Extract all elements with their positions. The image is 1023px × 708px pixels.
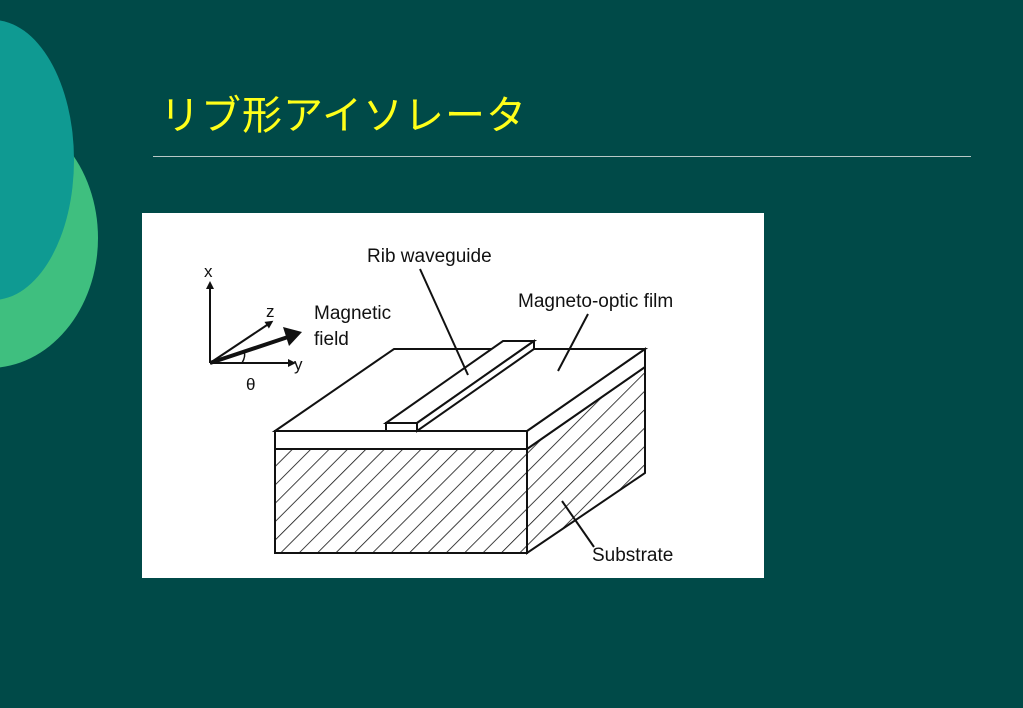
substrate-front-face <box>274 448 528 554</box>
axis-y-label: y <box>294 355 303 374</box>
magneto-optic-film-leader <box>557 313 589 372</box>
coordinate-axes <box>206 281 302 367</box>
angle-label: θ <box>246 375 255 394</box>
rib-waveguide-leader <box>419 268 469 376</box>
substrate-leader <box>561 500 595 548</box>
axis-z-label: z <box>266 302 275 321</box>
axis-x-label: x <box>204 262 213 281</box>
rib-waveguide-label: Rib waveguide <box>367 246 492 267</box>
rib-front <box>385 422 418 432</box>
rib-isolator-diagram: x y z θ Magnetic field Rib waveguide Mag… <box>142 213 764 578</box>
substrate-label: Substrate <box>592 545 673 566</box>
slide-title: リブ形アイソレータ <box>160 93 527 139</box>
title-divider <box>153 156 971 157</box>
magneto-optic-film-label: Magneto-optic film <box>518 291 673 312</box>
rib-side <box>416 339 535 433</box>
film-front-edge <box>274 430 528 450</box>
magnetic-field-label-line2: field <box>314 329 349 350</box>
magnetic-field-label-line1: Magnetic <box>314 303 391 324</box>
